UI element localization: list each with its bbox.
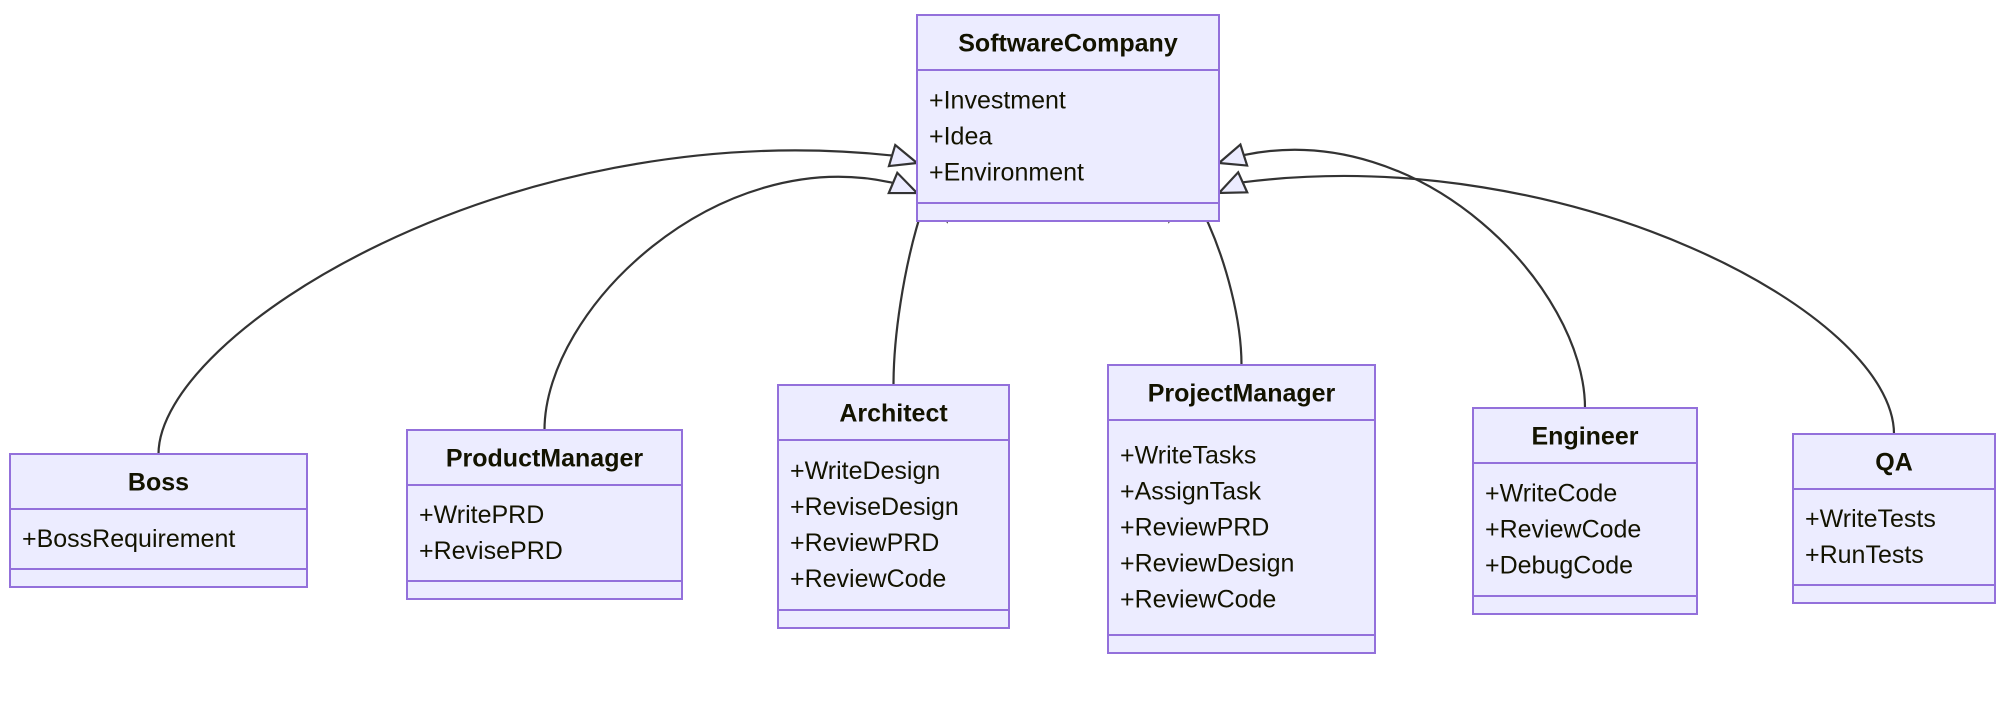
class-box [777,384,1010,629]
generalization-edge-productmanager-to-softwarecompany [543,175,894,431]
class-attribute: +ReviewDesign [1120,550,1294,578]
class-attribute: +Environment [929,159,1084,187]
class-nodes: SoftwareCompany +Investment +Idea +Environm… [9,14,1996,654]
class-name-label: QA [1875,449,1913,477]
generalization-arrowhead-icon [1216,170,1249,195]
generalization-arrowhead-icon [887,170,920,195]
class-node-productmanager[interactable]: ProductManager +WritePRD +RevisePRD [406,429,683,600]
class-attribute: +RevisePRD [419,537,563,565]
class-attribute: +WriteCode [1485,480,1617,508]
class-node-boss[interactable]: Boss +BossRequirement [9,453,308,588]
class-name-label: Engineer [1532,423,1639,451]
class-node-engineer[interactable]: Engineer +WriteCode +ReviewCode +DebugCode [1472,407,1698,615]
class-name-label: SoftwareCompany [958,30,1178,58]
class-name-label: Boss [128,469,189,497]
class-box [406,429,683,600]
class-attribute: +RunTests [1805,541,1924,569]
class-attribute: +ReviewCode [790,565,946,593]
generalization-edge-boss-to-softwarecompany [157,149,893,455]
class-attribute: +ReviewCode [1485,516,1641,544]
class-attribute: +WritePRD [419,501,544,529]
class-attribute: +BossRequirement [22,525,235,553]
class-box [1107,364,1376,654]
class-attribute: +ReviseDesign [790,493,959,521]
class-attribute: +AssignTask [1120,478,1262,506]
class-attribute: +WriteDesign [790,457,940,485]
class-box [1792,433,1996,604]
class-attribute: +ReviewPRD [1120,514,1269,542]
class-attribute: +ReviewPRD [790,529,939,557]
class-attribute: +DebugCode [1485,552,1633,580]
class-name-label: Architect [839,400,948,428]
class-box [1472,407,1698,615]
class-node-qa[interactable]: QA +WriteTests +RunTests [1792,433,1996,604]
class-node-architect[interactable]: Architect +WriteDesign +ReviseDesign +Revie… [777,384,1010,629]
class-name-label: ProjectManager [1148,380,1336,408]
class-node-softwarecompany[interactable]: SoftwareCompany +Investment +Idea +Environm… [916,14,1220,222]
generalization-arrowhead-icon [887,143,920,168]
generalization-edge-qa-to-softwarecompany [1242,174,1896,435]
class-attribute: +Idea [929,123,992,151]
generalization-edge-engineer-to-softwarecompany [1243,148,1587,409]
class-attribute: +WriteTasks [1120,442,1256,470]
class-node-projectmanager[interactable]: ProjectManager +WriteTasks +AssignTask +Rev… [1107,364,1376,654]
class-attribute: +Investment [929,87,1066,115]
class-attribute: +WriteTests [1805,505,1936,533]
generalization-arrowhead-icon [1216,142,1249,167]
class-box [9,453,308,588]
class-name-label: ProductManager [446,445,644,473]
class-attribute: +ReviewCode [1120,586,1276,614]
class-box [916,14,1220,222]
